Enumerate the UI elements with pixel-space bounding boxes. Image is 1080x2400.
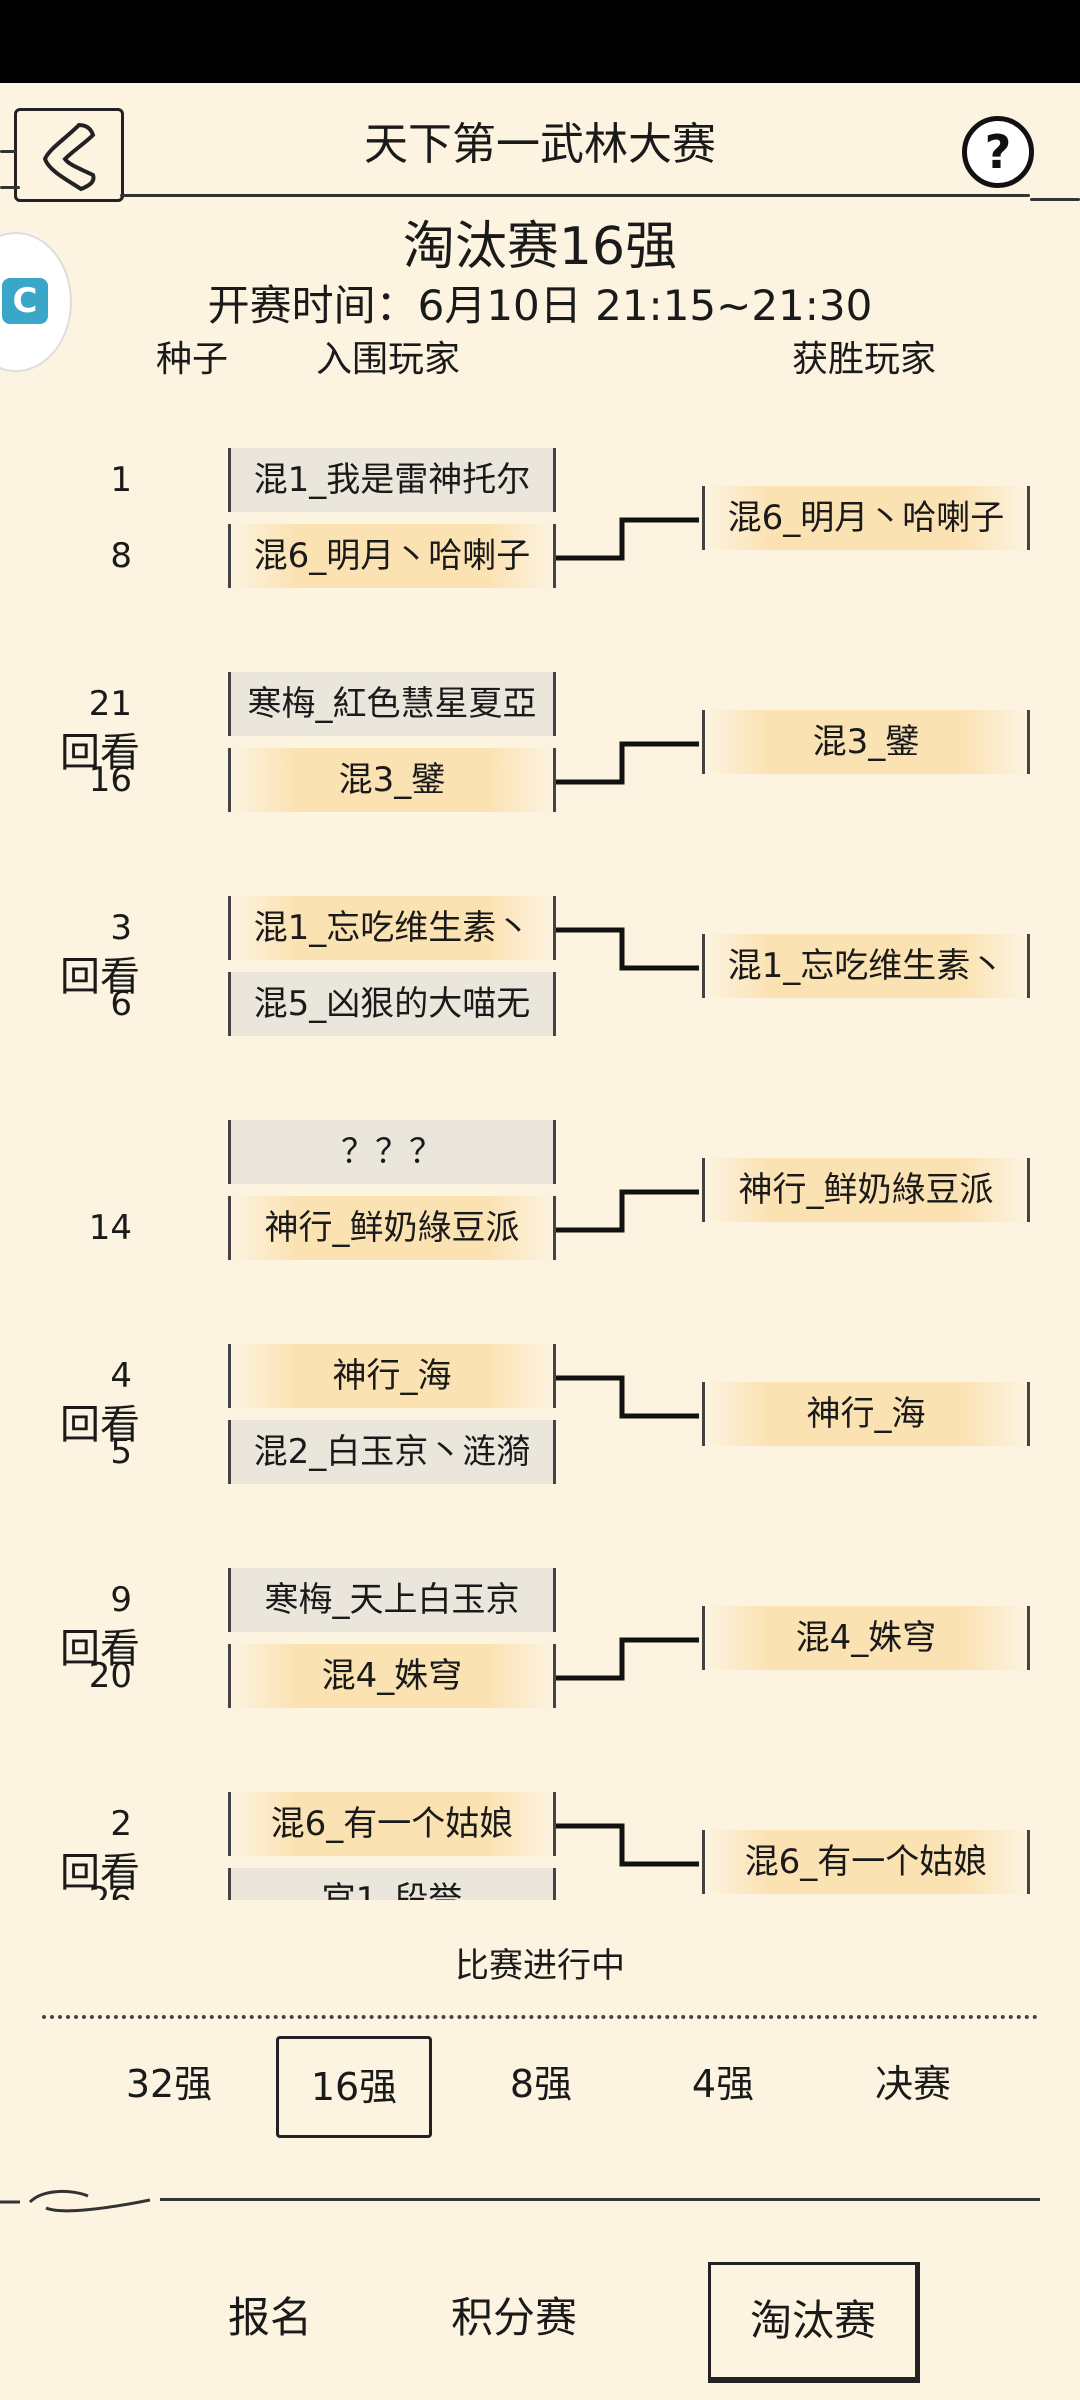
review-button[interactable]: 回看	[60, 1626, 140, 1672]
column-head-winners: 获胜玩家	[792, 339, 937, 380]
bottom-nav-tab[interactable]: 淘汰赛	[708, 2262, 920, 2383]
seed-number: 2	[110, 1804, 132, 1844]
seed-number: 14	[88, 1208, 132, 1248]
player-box[interactable]: 混5_凶狠的大喵无	[228, 972, 556, 1036]
seed-number: 9	[110, 1580, 132, 1620]
bracket-line	[553, 927, 699, 971]
review-button[interactable]: 回看	[60, 954, 140, 1000]
player-box[interactable]: 混6_明月丶哈喇子	[228, 524, 556, 588]
seed-number: 8	[110, 536, 132, 576]
player-box[interactable]: 混1_忘吃维生素丶	[228, 896, 556, 960]
player-box[interactable]: 混6_有一个姑娘	[228, 1792, 556, 1856]
round-tab[interactable]: 32强	[125, 2062, 213, 2106]
header-left-rule	[0, 150, 16, 153]
bracket-line	[553, 517, 699, 561]
header-divider	[120, 194, 1030, 197]
seed-number: 5	[110, 1432, 132, 1472]
player-box[interactable]: 混1_我是雷神托尔	[228, 448, 556, 512]
status-bar	[0, 0, 1080, 83]
seed-number: 6	[110, 984, 132, 1024]
bracket-line	[553, 1189, 699, 1233]
bottom-nav-divider	[160, 2198, 1040, 2201]
bracket-line	[553, 1375, 699, 1419]
winner-box[interactable]: 神行_海	[702, 1382, 1030, 1446]
player-box[interactable]: 官1_段誉	[228, 1868, 556, 1900]
player-box[interactable]: 混4_姝穹	[228, 1644, 556, 1708]
column-head-seed: 种子	[156, 339, 229, 380]
player-box[interactable]: 神行_鲜奶綠豆派	[228, 1196, 556, 1260]
winner-box[interactable]: 混6_有一个姑娘	[702, 1830, 1030, 1894]
match-status: 比赛进行中	[455, 1946, 625, 1986]
winner-box[interactable]: 混3_鐾	[702, 710, 1030, 774]
bracket-line	[553, 741, 699, 785]
winner-box[interactable]: 混6_明月丶哈喇子	[702, 486, 1030, 550]
page-title: 天下第一武林大赛	[364, 119, 716, 170]
player-box[interactable]: 寒梅_紅色慧星夏亞	[228, 672, 556, 736]
bracket-connectors	[553, 517, 699, 1867]
dotted-divider	[42, 2015, 1038, 2019]
review-button[interactable]: 回看	[60, 730, 140, 776]
player-box[interactable]: 混2_白玉京丶涟漪	[228, 1420, 556, 1484]
review-button[interactable]: 回看	[60, 1850, 140, 1896]
seed-number: 3	[110, 908, 132, 948]
help-icon[interactable]: ?	[962, 116, 1034, 188]
header-left-rule-2	[0, 186, 20, 189]
schedule-text: 开赛时间：6月10日 21:15~21:30	[207, 281, 873, 330]
stage-title: 淘汰赛16强	[402, 217, 678, 277]
round-tab[interactable]: 决赛	[874, 2062, 951, 2106]
seed-number: 20	[88, 1656, 132, 1696]
bracket-line	[553, 1637, 699, 1681]
app-badge-icon: C	[2, 278, 48, 324]
winner-box[interactable]: 神行_鲜奶綠豆派	[702, 1158, 1030, 1222]
back-arrow-icon	[42, 122, 96, 192]
header-divider-end	[1030, 198, 1080, 201]
round-tab[interactable]: 4强	[691, 2062, 755, 2106]
player-box[interactable]: 神行_海	[228, 1344, 556, 1408]
bottom-nav-tab[interactable]: 报名	[227, 2293, 312, 2342]
winner-box[interactable]: 混1_忘吃维生素丶	[702, 934, 1030, 998]
winner-box[interactable]: 混4_姝穹	[702, 1606, 1030, 1670]
bracket-line	[553, 1823, 699, 1867]
seed-number: 21	[88, 684, 132, 724]
seed-number: 26	[88, 1880, 132, 1900]
player-box[interactable]: 混3_鐾	[228, 748, 556, 812]
column-head-players: 入围玩家	[316, 339, 461, 380]
round-tab[interactable]: 16强	[276, 2036, 432, 2138]
back-button[interactable]	[14, 108, 124, 202]
bottom-nav-tab[interactable]: 积分赛	[450, 2293, 577, 2342]
player-box[interactable]: 寒梅_天上白玉京	[228, 1568, 556, 1632]
seed-number: 1	[110, 460, 132, 500]
scroll-ornament-icon	[0, 2189, 151, 2213]
player-box[interactable]: ？？？	[228, 1120, 556, 1184]
review-button[interactable]: 回看	[60, 1402, 140, 1448]
round-tab[interactable]: 8强	[509, 2062, 573, 2106]
seed-number: 16	[88, 760, 132, 800]
seed-number: 4	[110, 1356, 132, 1396]
